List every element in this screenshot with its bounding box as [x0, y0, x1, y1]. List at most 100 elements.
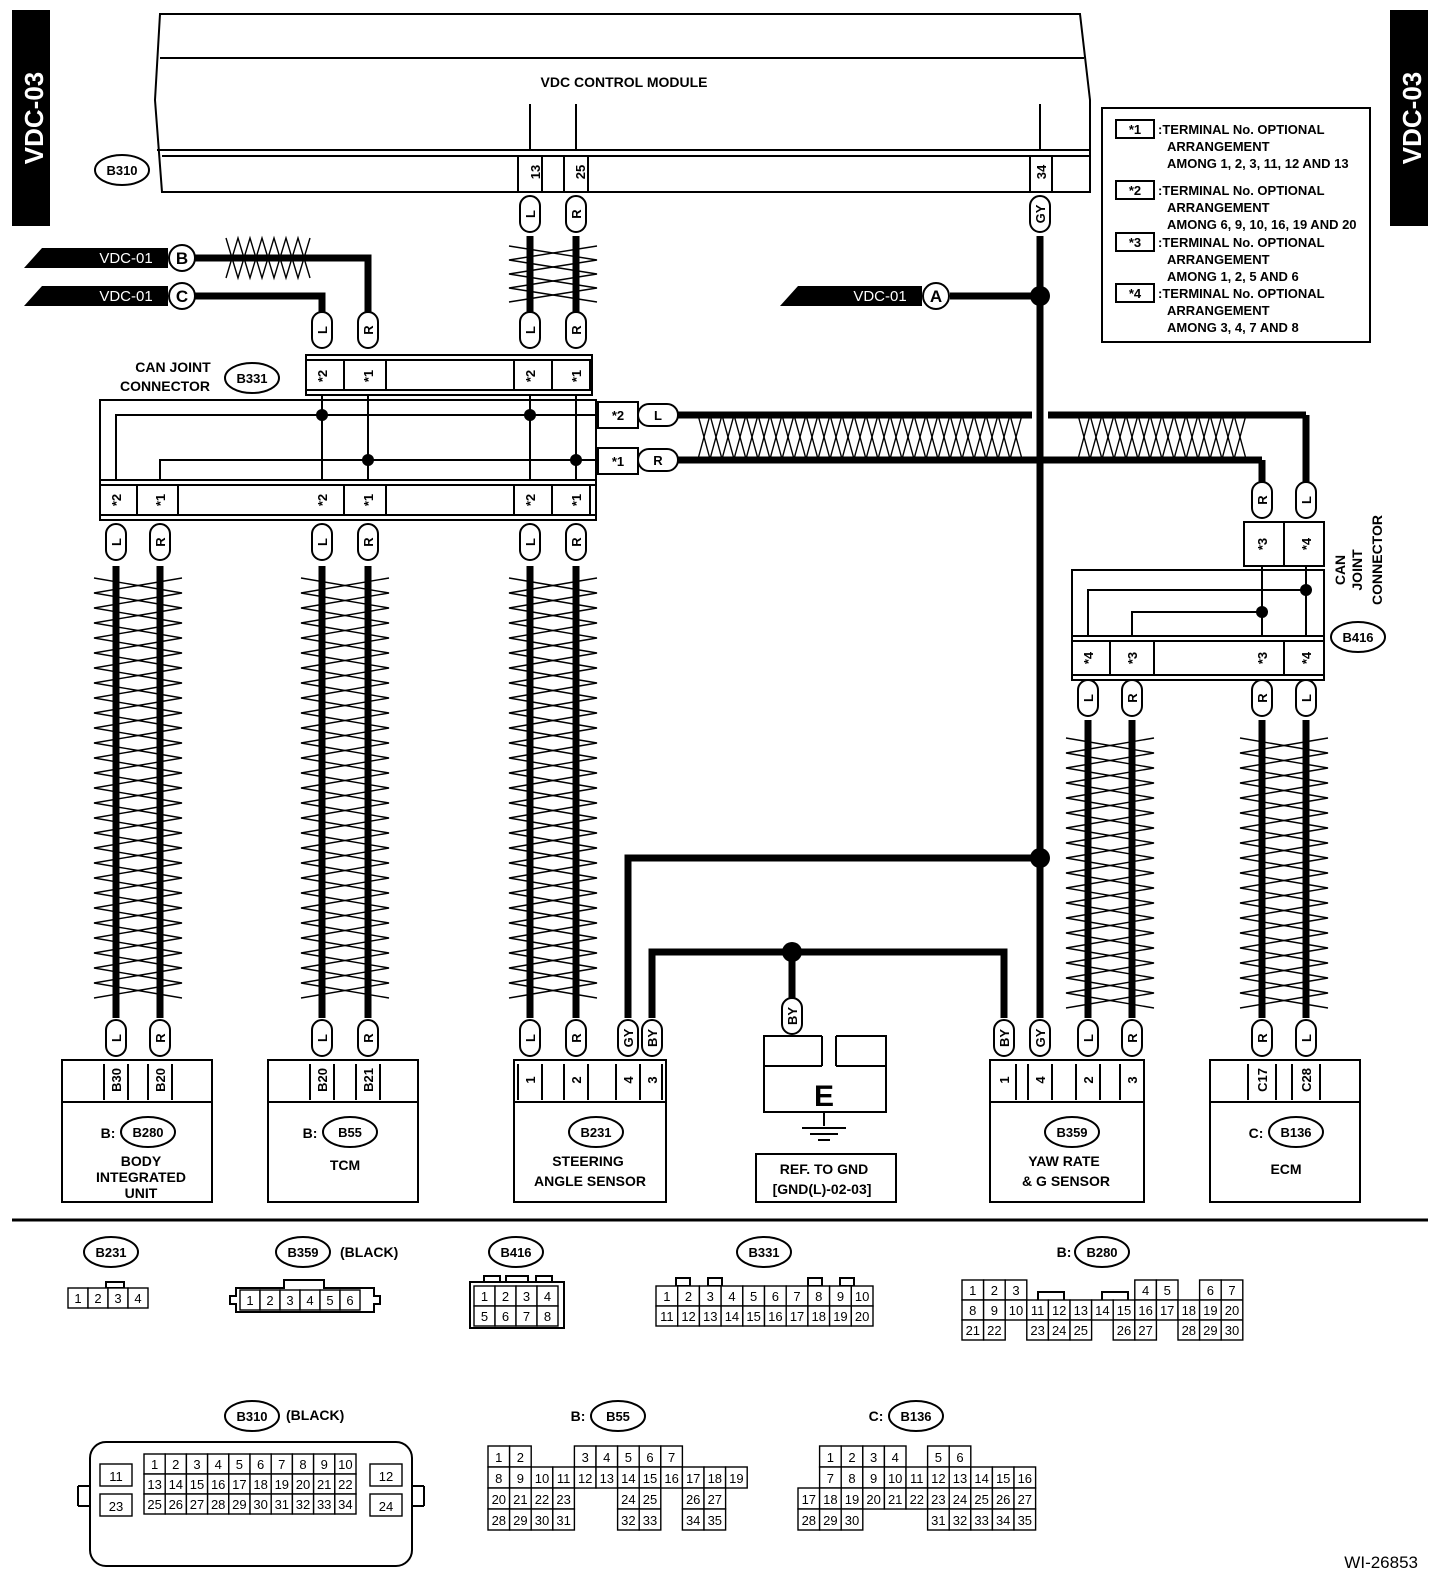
pin-cell: [552, 1508, 576, 1531]
svg-text:B331: B331: [748, 1245, 779, 1260]
svg-text:B280: B280: [1086, 1245, 1117, 1260]
svg-text:4: 4: [1142, 1283, 1149, 1298]
svg-text:L: L: [109, 1034, 124, 1042]
svg-text:7: 7: [278, 1457, 285, 1472]
pin-cell: [536, 1305, 559, 1327]
svg-text:REF. TO GND: REF. TO GND: [780, 1161, 868, 1177]
svg-text:27: 27: [1018, 1492, 1032, 1507]
module-title: VDC CONTROL MODULE: [541, 74, 708, 90]
wire-tag: [1295, 1019, 1317, 1057]
svg-text:27: 27: [1138, 1323, 1152, 1338]
svg-text:B416: B416: [1342, 630, 1373, 645]
svg-text:L: L: [523, 326, 538, 334]
svg-text:R: R: [569, 209, 584, 219]
svg-text:12: 12: [379, 1469, 393, 1484]
svg-text:L: L: [523, 1034, 538, 1042]
wire-tag: [311, 1019, 333, 1057]
svg-text:28: 28: [492, 1513, 506, 1528]
svg-text:5: 5: [481, 1309, 488, 1324]
svg-text:18: 18: [708, 1471, 722, 1486]
svg-text:12: 12: [931, 1471, 945, 1486]
svg-text:BY: BY: [785, 1007, 800, 1025]
svg-text:2: 2: [848, 1450, 855, 1465]
svg-text:C17: C17: [1255, 1068, 1270, 1092]
legend-4: *4 :TERMINAL No. OPTIONAL ARRANGEMENT AM…: [1115, 283, 1325, 335]
svg-text:B359: B359: [1056, 1125, 1087, 1140]
svg-text:17: 17: [802, 1492, 816, 1507]
svg-text:27: 27: [708, 1492, 722, 1507]
ground-e: E REF. TO GND [GND(L)-02-03]: [755, 1034, 897, 1203]
svg-text:7: 7: [523, 1309, 530, 1324]
svg-text:30: 30: [535, 1513, 549, 1528]
svg-text:16: 16: [1018, 1471, 1032, 1486]
svg-text:*2: *2: [315, 370, 330, 382]
svg-text:9: 9: [870, 1471, 877, 1486]
svg-text:B21: B21: [361, 1068, 376, 1092]
svg-text:10: 10: [855, 1289, 869, 1304]
svg-text:2: 2: [94, 1291, 101, 1306]
wire-tag: [1121, 679, 1143, 717]
svg-text:C28: C28: [1299, 1068, 1314, 1092]
svg-text:3: 3: [645, 1076, 660, 1083]
svg-text:ARRANGEMENT: ARRANGEMENT: [1167, 303, 1270, 318]
can-joint-b331: CAN JOINT CONNECTOR B331 *2 *1 *2 *1 *2 …: [99, 354, 639, 521]
pin-cell: [840, 1508, 864, 1531]
svg-text::TERMINAL No. OPTIONAL: :TERMINAL No. OPTIONAL: [1158, 122, 1325, 137]
pin-cell: [99, 1463, 133, 1487]
svg-text:*3: *3: [1255, 538, 1270, 550]
svg-text:15: 15: [190, 1477, 204, 1492]
svg-text:25: 25: [643, 1492, 657, 1507]
wire-tag: [105, 523, 127, 561]
svg-text:1: 1: [151, 1457, 158, 1472]
svg-text:15: 15: [746, 1309, 760, 1324]
svg-text:(BLACK): (BLACK): [340, 1244, 398, 1260]
svg-text:18: 18: [253, 1477, 267, 1492]
svg-text:4: 4: [134, 1291, 141, 1306]
svg-text:14: 14: [974, 1471, 988, 1486]
svg-text:C:: C:: [869, 1408, 884, 1424]
svg-text:11: 11: [660, 1309, 674, 1324]
svg-text:*1: *1: [569, 370, 584, 382]
svg-text:13: 13: [703, 1309, 717, 1324]
svg-text:*2: *2: [315, 494, 330, 506]
svg-text:18: 18: [1182, 1303, 1196, 1318]
svg-text:20: 20: [866, 1492, 880, 1507]
svg-text:*1: *1: [569, 494, 584, 506]
pin-cell: [1013, 1508, 1037, 1531]
svg-text:B231: B231: [95, 1245, 126, 1260]
svg-text:B:: B:: [1057, 1244, 1072, 1260]
svg-text:(BLACK): (BLACK): [286, 1407, 344, 1423]
svg-text:ARRANGEMENT: ARRANGEMENT: [1167, 200, 1270, 215]
svg-text:L: L: [1299, 694, 1314, 702]
svg-text:L: L: [1081, 1034, 1096, 1042]
svg-text:12: 12: [1052, 1303, 1066, 1318]
svg-text::TERMINAL No. OPTIONAL: :TERMINAL No. OPTIONAL: [1158, 235, 1325, 250]
svg-text:13: 13: [600, 1471, 614, 1486]
svg-text:1: 1: [246, 1293, 253, 1308]
svg-text:C: C: [176, 287, 188, 306]
svg-text:B:: B:: [101, 1125, 116, 1141]
svg-text:B136: B136: [1280, 1125, 1311, 1140]
svg-text::TERMINAL No. OPTIONAL: :TERMINAL No. OPTIONAL: [1158, 183, 1325, 198]
pin-cell: [99, 1493, 133, 1517]
svg-text:34: 34: [686, 1513, 700, 1528]
svg-text:30: 30: [1225, 1323, 1239, 1338]
svg-text:13: 13: [147, 1477, 161, 1492]
pin-cell: [724, 1466, 748, 1489]
svg-text:[GND(L)-02-03]: [GND(L)-02-03]: [773, 1181, 872, 1197]
svg-text:16: 16: [211, 1477, 225, 1492]
wire-tag: [149, 523, 171, 561]
svg-text:16: 16: [664, 1471, 678, 1486]
svg-text:*2: *2: [523, 370, 538, 382]
svg-text:6: 6: [257, 1457, 264, 1472]
svg-text:35: 35: [708, 1513, 722, 1528]
svg-text:6: 6: [772, 1289, 779, 1304]
wire-tag: [637, 448, 679, 472]
pin-cell: [334, 1493, 357, 1515]
svg-text:31: 31: [275, 1497, 289, 1512]
svg-text:B359: B359: [287, 1245, 318, 1260]
svg-text:6: 6: [956, 1450, 963, 1465]
